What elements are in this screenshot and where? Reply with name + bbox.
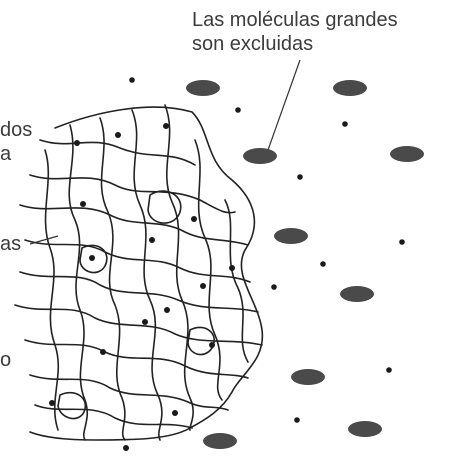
left-label-fragment-1: dos a	[0, 118, 32, 166]
small-molecules-outside	[129, 77, 405, 423]
small-molecule	[49, 400, 55, 406]
left-fragment-1-line2: a	[0, 142, 32, 166]
gel-bead-network	[15, 105, 262, 440]
small-molecule	[123, 445, 129, 451]
gel-strand	[30, 375, 228, 410]
small-molecule	[80, 201, 86, 207]
large-molecule	[390, 146, 424, 162]
gel-strand	[40, 140, 195, 165]
small-molecule	[129, 77, 135, 83]
large-molecule	[291, 369, 325, 385]
small-molecule	[229, 265, 235, 271]
small-molecule	[164, 307, 170, 313]
large-molecule	[203, 433, 237, 449]
small-molecule	[191, 216, 197, 222]
small-molecule	[386, 367, 392, 373]
large-molecule	[340, 286, 374, 302]
small-molecule	[342, 121, 348, 127]
gel-strand	[45, 150, 58, 430]
small-molecule	[172, 410, 178, 416]
excluded-label: Las moléculas grandes son excluidas	[192, 8, 398, 56]
large-molecule	[243, 148, 277, 164]
gel-strand	[132, 110, 162, 440]
small-molecule	[142, 319, 148, 325]
large-molecule	[186, 80, 220, 96]
gel-loop	[58, 393, 85, 419]
small-molecule	[235, 107, 241, 113]
left-label-fragment-3: o	[0, 348, 11, 372]
small-molecule	[89, 255, 95, 261]
small-molecule	[271, 284, 277, 290]
gel-strand	[30, 175, 235, 213]
small-molecule	[74, 140, 80, 146]
small-molecule	[115, 132, 121, 138]
gel-strand	[20, 205, 248, 245]
large-molecule	[333, 80, 367, 96]
gel-strand	[195, 140, 222, 400]
gel-loop	[148, 191, 181, 223]
small-molecule	[100, 349, 106, 355]
large-molecule	[274, 228, 308, 244]
small-molecules-inside	[49, 123, 235, 451]
small-molecule	[297, 174, 303, 180]
small-molecule	[209, 342, 215, 348]
label-pointer-line	[268, 60, 300, 150]
excluded-label-line2: son excluidas	[192, 32, 398, 56]
small-molecule	[163, 123, 169, 129]
small-molecule	[294, 417, 300, 423]
left-fragment-1-line1: dos	[0, 118, 32, 142]
gel-strand	[20, 272, 258, 312]
left-label-fragment-2: as	[0, 232, 21, 256]
small-molecule	[200, 283, 206, 289]
gel-strand	[15, 305, 262, 345]
excluded-label-line1: Las moléculas grandes	[192, 8, 398, 32]
small-molecule	[320, 261, 326, 267]
gel-strand	[25, 240, 250, 282]
small-molecule	[149, 237, 155, 243]
large-molecules	[186, 80, 424, 449]
gel-bead-outline	[30, 107, 262, 440]
large-molecule	[348, 421, 382, 437]
small-molecule	[399, 239, 405, 245]
